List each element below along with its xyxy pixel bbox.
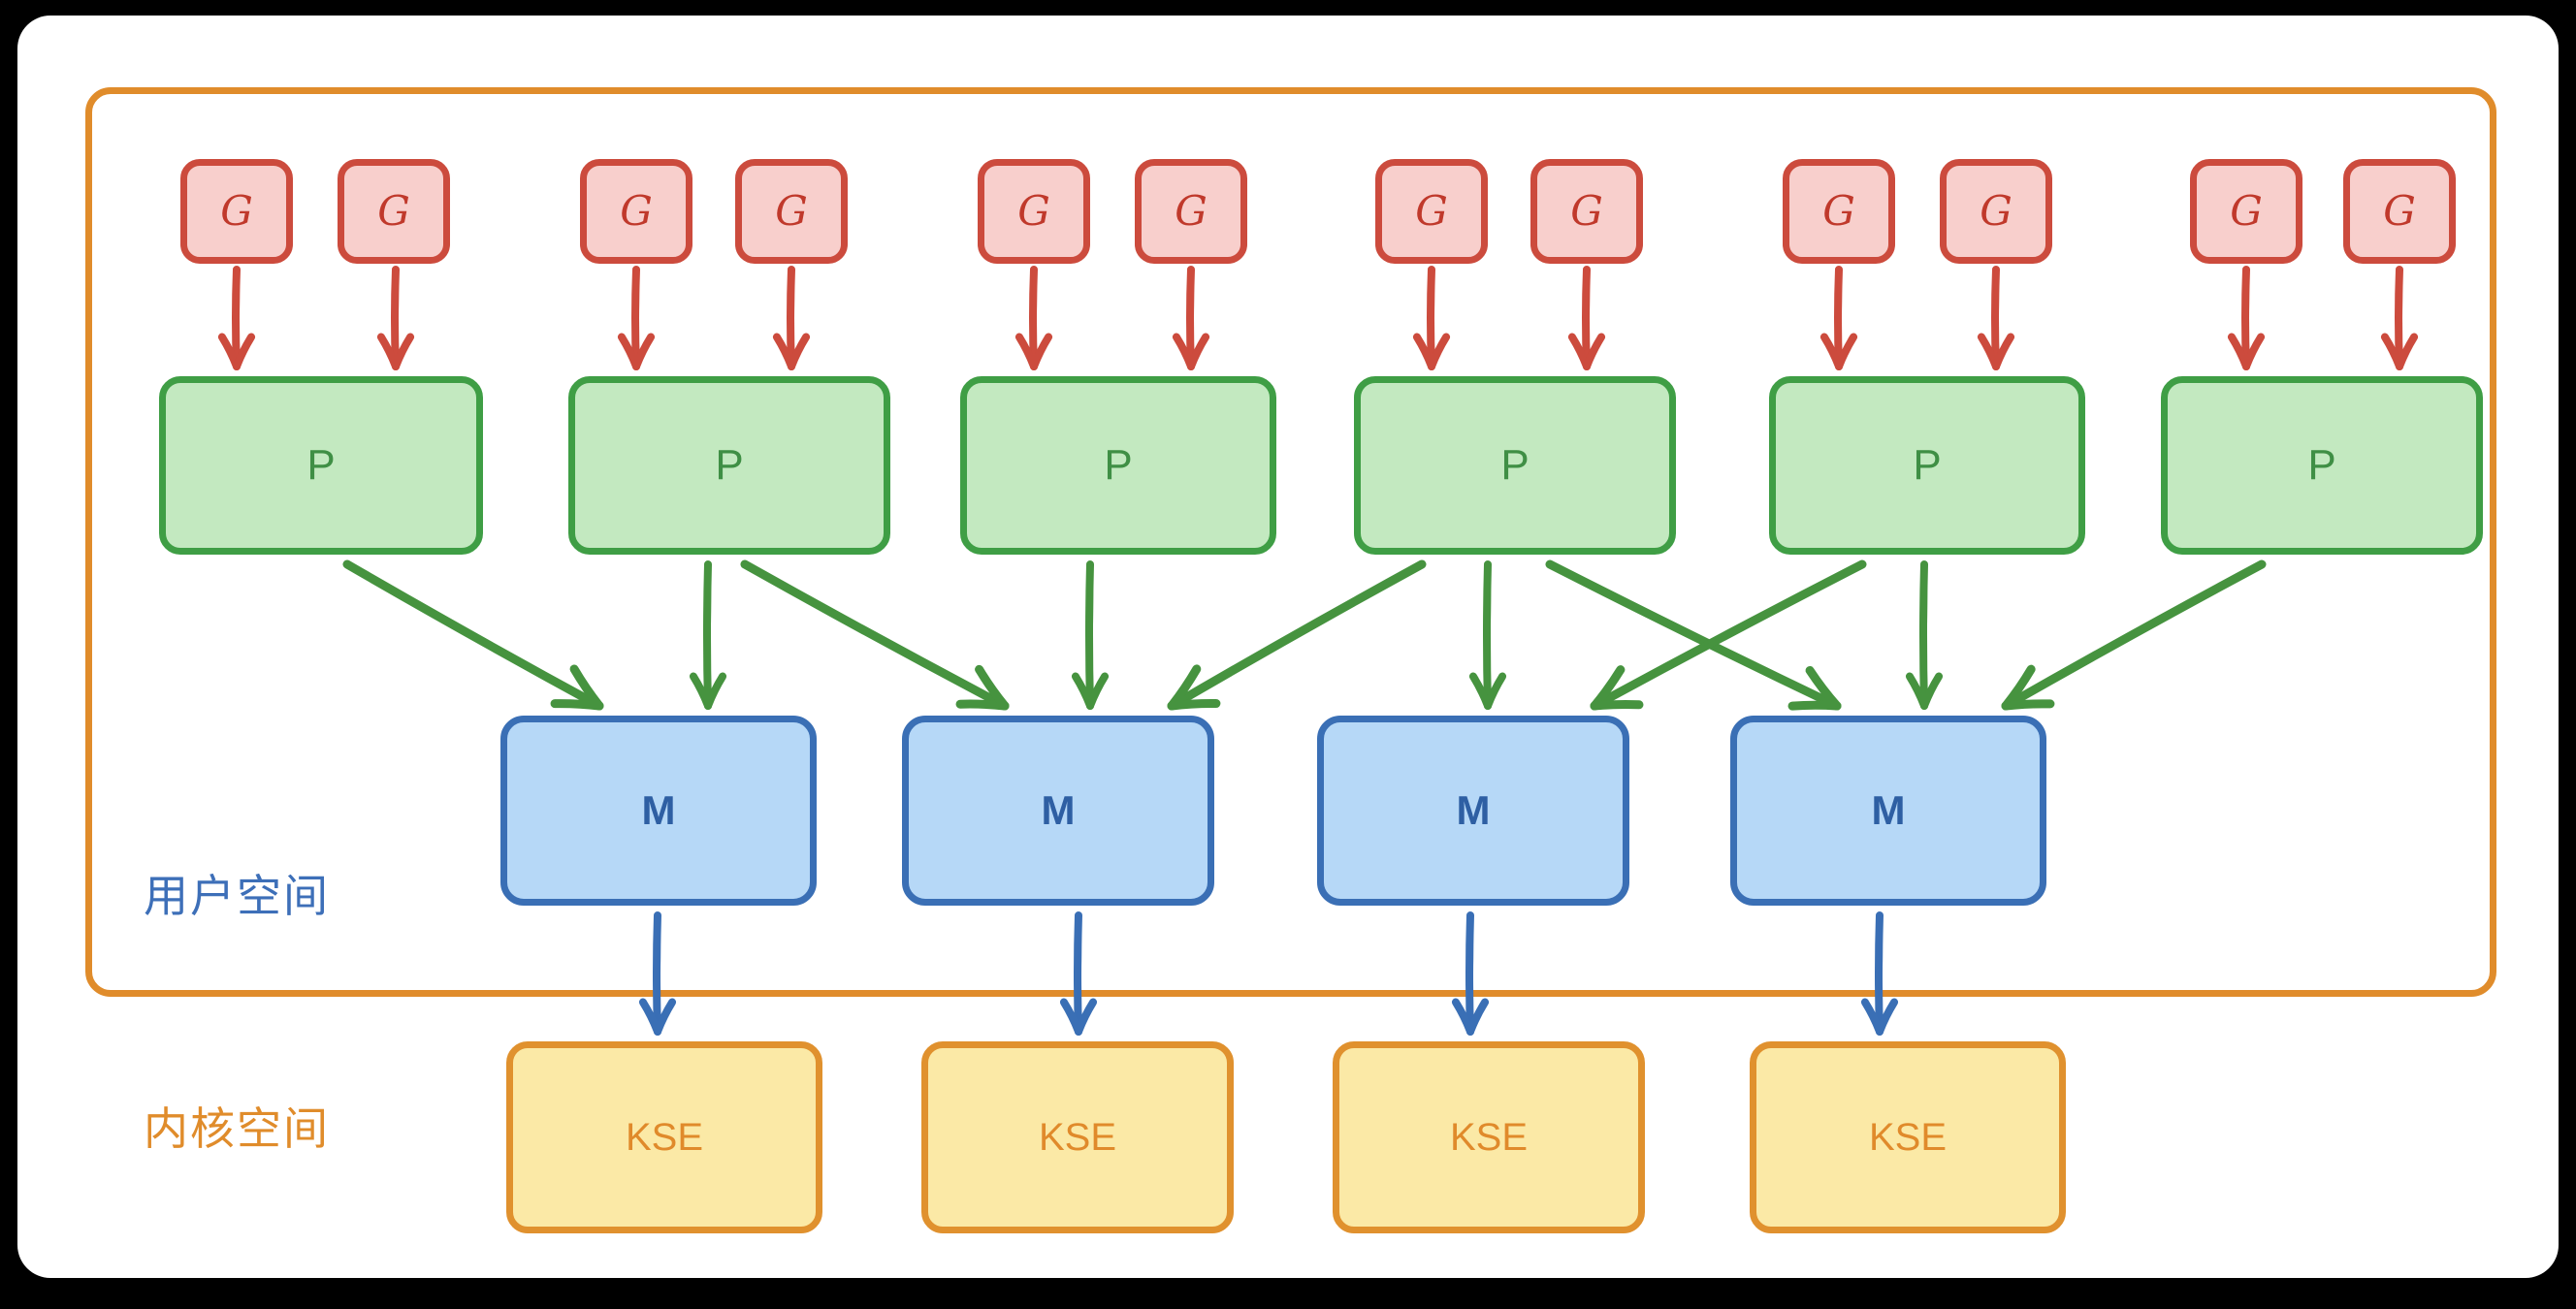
processor-box-2[interactable]: P — [568, 376, 890, 555]
user-space-label: 用户空间 — [144, 871, 330, 921]
processor-box-3[interactable]: P — [960, 376, 1276, 555]
machine-label: M — [1871, 787, 1906, 833]
goroutine-box-2[interactable]: G — [338, 159, 450, 264]
machine-label: M — [1041, 787, 1076, 833]
processor-label: P — [1913, 441, 1942, 489]
goroutine-box-10[interactable]: G — [1940, 159, 2052, 264]
goroutine-label: G — [1822, 187, 1855, 235]
processor-label: P — [306, 441, 336, 489]
processor-label: P — [1104, 441, 1133, 489]
diagram-card: 用户空间 内核空间 G G G G G G G G G G G G P P P P P P M M M M KSE KSE KS… — [17, 16, 2559, 1278]
processor-label: P — [715, 441, 744, 489]
machine-box-4[interactable]: M — [1730, 716, 2046, 906]
machine-box-3[interactable]: M — [1317, 716, 1629, 906]
kernel-space-label: 内核空间 — [144, 1103, 330, 1154]
goroutine-box-6[interactable]: G — [1135, 159, 1247, 264]
goroutine-label: G — [1415, 187, 1448, 235]
processor-box-5[interactable]: P — [1769, 376, 2085, 555]
processor-label: P — [1500, 441, 1530, 489]
goroutine-label: G — [775, 187, 808, 235]
goroutine-label: G — [620, 187, 653, 235]
goroutine-box-11[interactable]: G — [2190, 159, 2302, 264]
goroutine-label: G — [220, 187, 253, 235]
kse-box-1[interactable]: KSE — [506, 1041, 822, 1233]
kse-box-2[interactable]: KSE — [921, 1041, 1234, 1233]
processor-label: P — [2307, 441, 2336, 489]
goroutine-label: G — [2383, 187, 2416, 235]
goroutine-box-9[interactable]: G — [1783, 159, 1895, 264]
machine-label: M — [1456, 787, 1491, 833]
goroutine-box-8[interactable]: G — [1530, 159, 1643, 264]
machine-box-1[interactable]: M — [500, 716, 817, 906]
goroutine-box-7[interactable]: G — [1375, 159, 1488, 264]
goroutine-label: G — [1570, 187, 1603, 235]
goroutine-label: G — [2230, 187, 2263, 235]
goroutine-label: G — [1175, 187, 1208, 235]
machine-label: M — [641, 787, 676, 833]
kse-box-3[interactable]: KSE — [1333, 1041, 1645, 1233]
processor-box-6[interactable]: P — [2161, 376, 2483, 555]
goroutine-box-5[interactable]: G — [978, 159, 1090, 264]
processor-box-4[interactable]: P — [1354, 376, 1676, 555]
user-space-region — [85, 87, 2496, 997]
kse-label: KSE — [625, 1116, 704, 1159]
goroutine-label: G — [377, 187, 410, 235]
machine-box-2[interactable]: M — [902, 716, 1214, 906]
kse-label: KSE — [1449, 1116, 1529, 1159]
kse-box-4[interactable]: KSE — [1750, 1041, 2066, 1233]
kse-label: KSE — [1868, 1116, 1948, 1159]
goroutine-label: G — [1017, 187, 1050, 235]
goroutine-box-12[interactable]: G — [2343, 159, 2456, 264]
goroutine-box-1[interactable]: G — [180, 159, 293, 264]
goroutine-label: G — [1980, 187, 2012, 235]
goroutine-box-3[interactable]: G — [580, 159, 692, 264]
kse-label: KSE — [1038, 1116, 1117, 1159]
processor-box-1[interactable]: P — [159, 376, 483, 555]
goroutine-box-4[interactable]: G — [735, 159, 848, 264]
